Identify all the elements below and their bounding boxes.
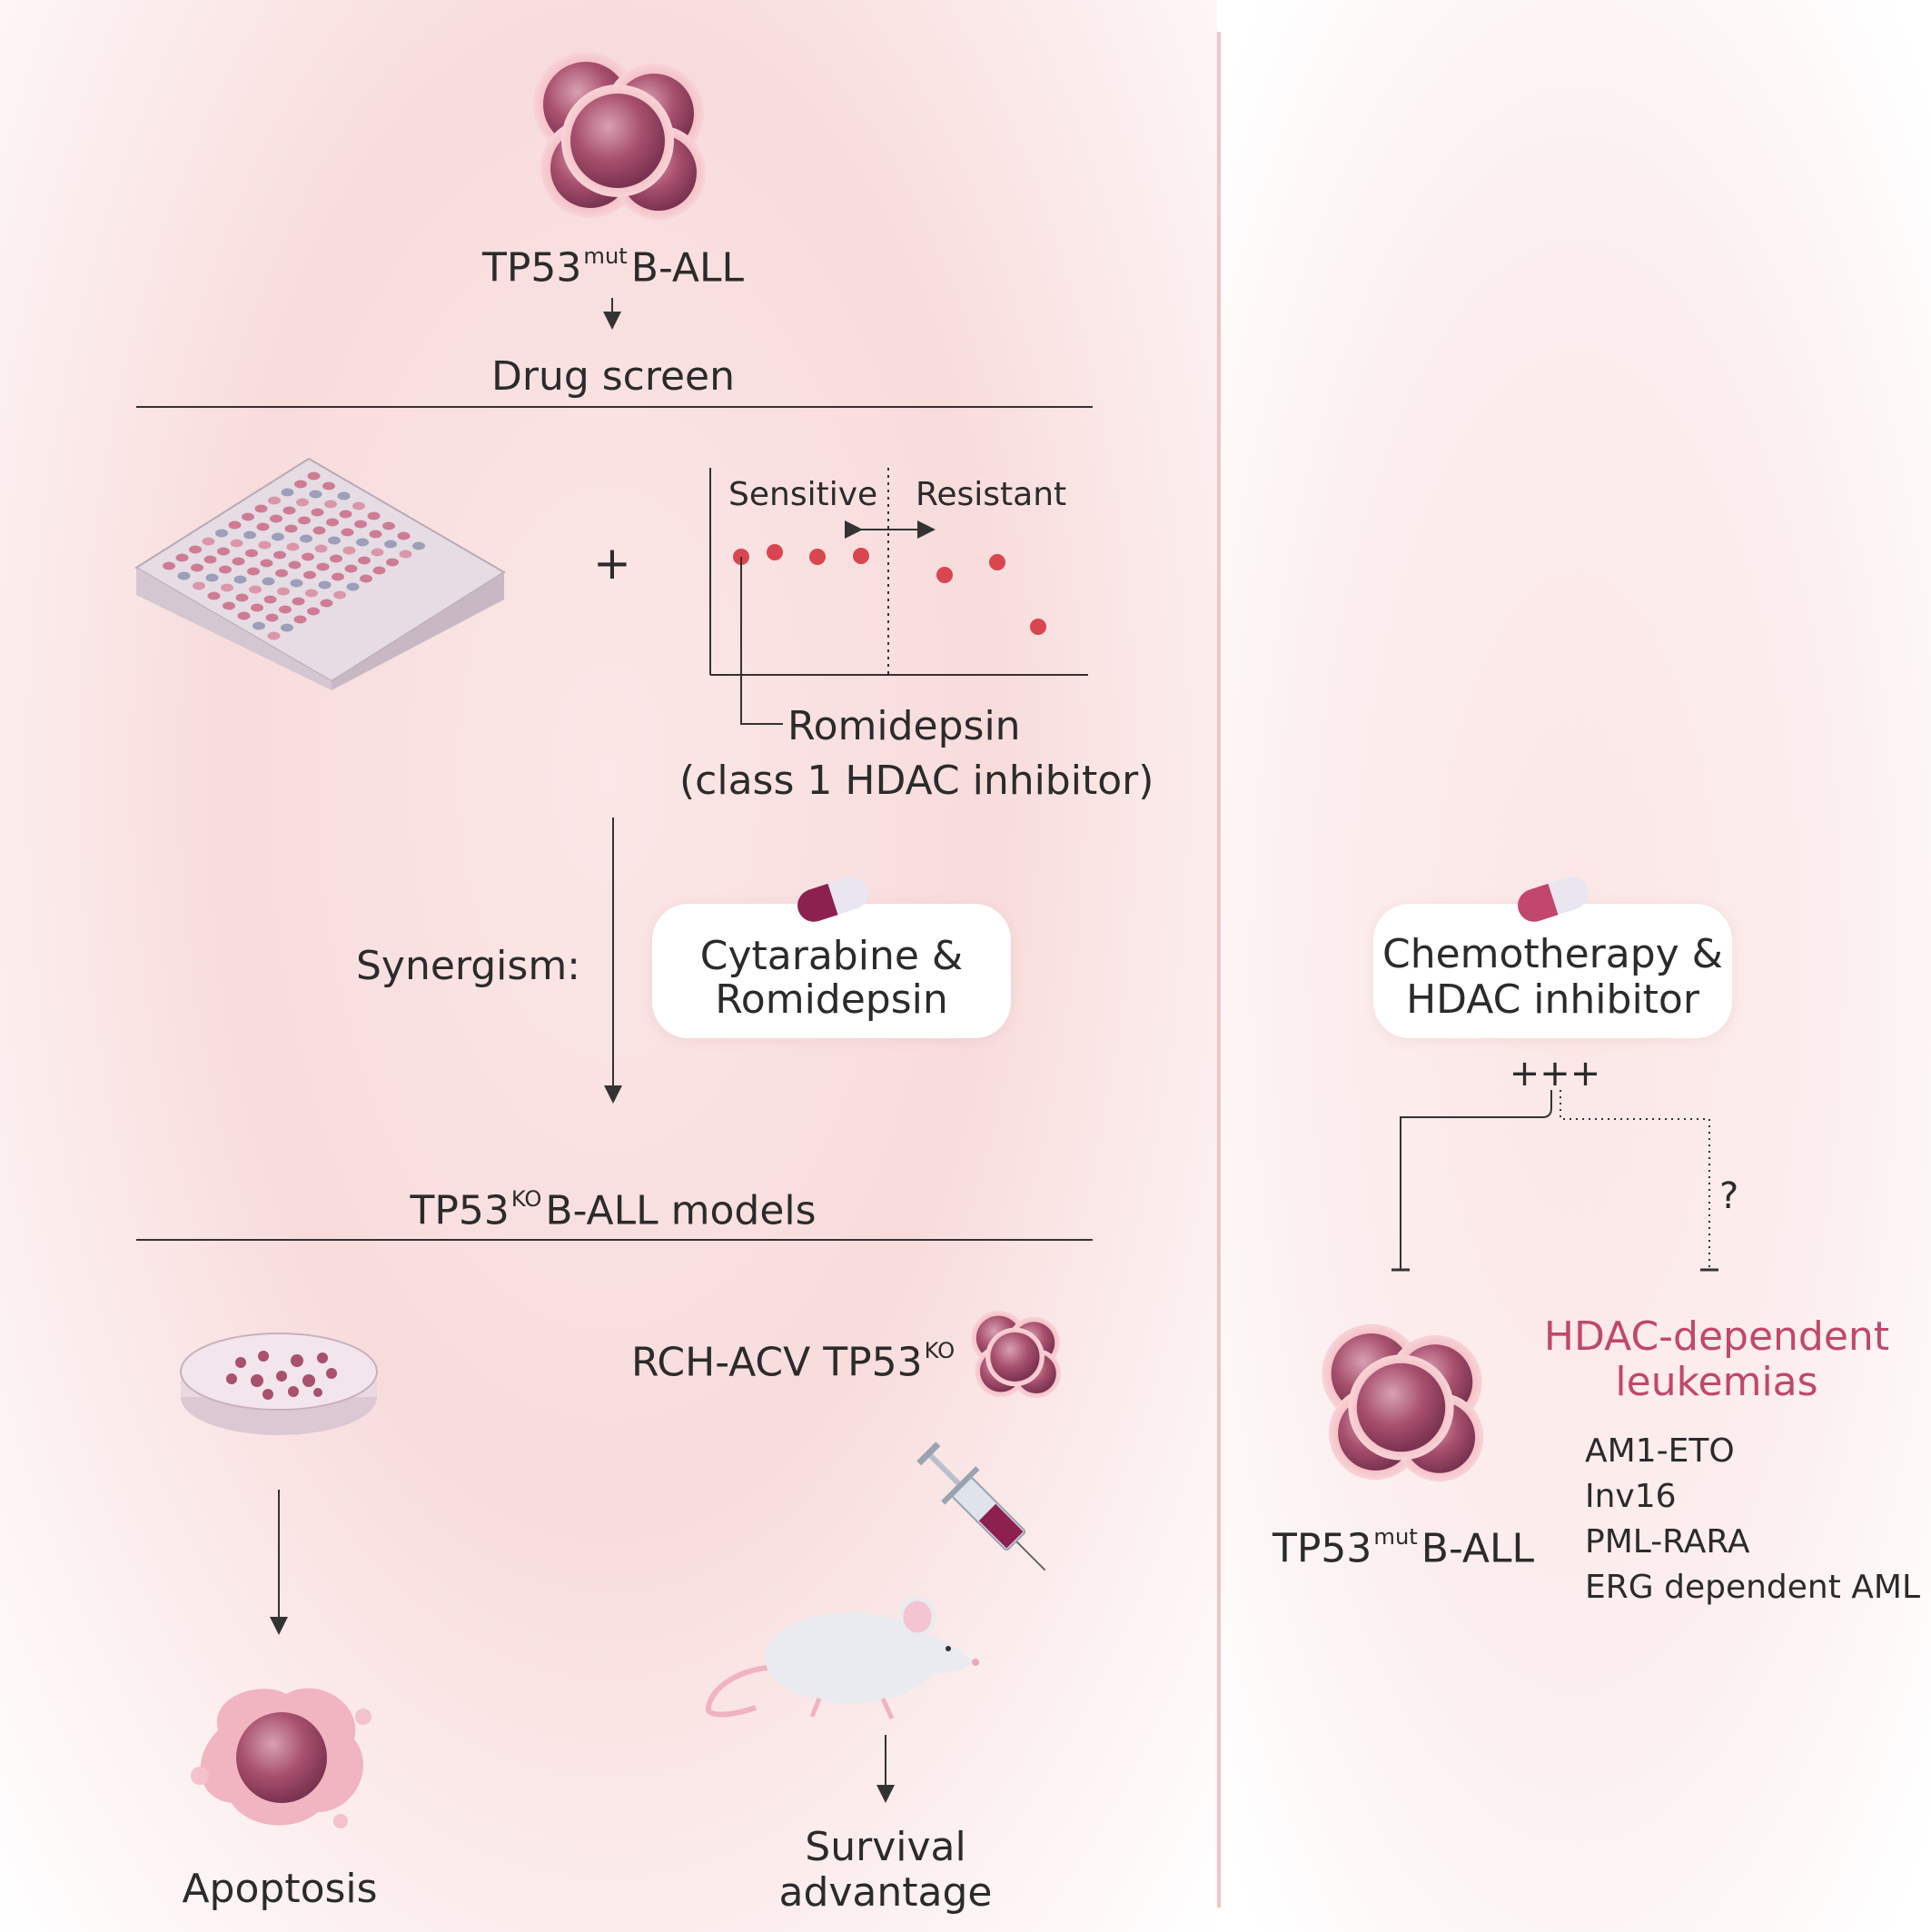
cell-cluster-icon (533, 52, 706, 220)
cell-label-right: TP53mutB-ALL (1272, 1524, 1535, 1572)
arrow-down-icon (876, 1735, 895, 1803)
arrow-down-icon (603, 298, 621, 330)
combo-line1: Cytarabine & (699, 933, 964, 979)
section-divider (136, 1239, 1093, 1241)
right-combo-line1: Chemotherapy & (1382, 931, 1723, 977)
syringe-icon (916, 1442, 1046, 1571)
apoptotic-cell-icon (191, 1688, 371, 1828)
survival-line2: advantage (778, 1869, 993, 1916)
hdac-dependent-title: HDAC-dependent (1543, 1313, 1890, 1360)
arrow-down-icon (270, 1490, 288, 1635)
sensitivity-plot (709, 468, 1088, 725)
romidepsin-class-label: (class 1 HDAC inhibitor) (679, 758, 1154, 804)
data-point (853, 548, 869, 564)
data-point (809, 549, 826, 565)
right-combo-box: Chemotherapy & HDAC inhibitor (1373, 904, 1732, 1038)
mouse-icon (706, 1596, 979, 1720)
hdac-dependent-subtitle: leukemias (1615, 1359, 1818, 1405)
well-plate-icon (134, 457, 506, 690)
models-title: TP53KOB-ALL models (410, 1186, 817, 1234)
section-divider (136, 406, 1093, 408)
resistant-label: Resistant (916, 476, 1067, 513)
drug-screen-title: Drug screen (490, 353, 736, 400)
capsule-icon (1518, 877, 1589, 922)
right-combo-line2: HDAC inhibitor (1406, 976, 1699, 1023)
synergism-label: Synergism: (356, 943, 581, 989)
cell-label-top: TP53mutB-ALL (481, 243, 745, 292)
plus-signs: +++ (1509, 1053, 1601, 1095)
data-point (1030, 619, 1046, 635)
rch-acv-label: RCH-ACV TP53KO (631, 1338, 956, 1386)
cell-cluster-icon (971, 1310, 1062, 1399)
arrow-down-long (604, 817, 622, 1104)
romidepsin-label: Romidepsin (787, 703, 1021, 749)
question-mark: ? (1719, 1175, 1739, 1217)
list-item: AM1-ETO (1585, 1432, 1735, 1470)
list-item: Inv16 (1585, 1478, 1677, 1515)
data-point (767, 544, 783, 560)
list-item: ERG dependent AML (1585, 1569, 1921, 1606)
data-point (989, 554, 1005, 570)
data-point (936, 567, 953, 583)
capsule-icon (797, 877, 868, 922)
panel-divider (1217, 32, 1221, 1907)
plus-sign: + (593, 537, 631, 590)
combo-box: Cytarabine & Romidepsin (652, 904, 1011, 1038)
petri-dish-icon (180, 1333, 378, 1435)
apoptosis-label: Apoptosis (182, 1866, 378, 1912)
inhibition-lines (1391, 1090, 1718, 1272)
survival-line1: Survival (805, 1824, 966, 1870)
sensitive-label: Sensitive (728, 476, 878, 513)
list-item: PML-RARA (1585, 1523, 1750, 1560)
combo-line2: Romidepsin (715, 976, 948, 1023)
cell-cluster-icon (1322, 1323, 1484, 1482)
